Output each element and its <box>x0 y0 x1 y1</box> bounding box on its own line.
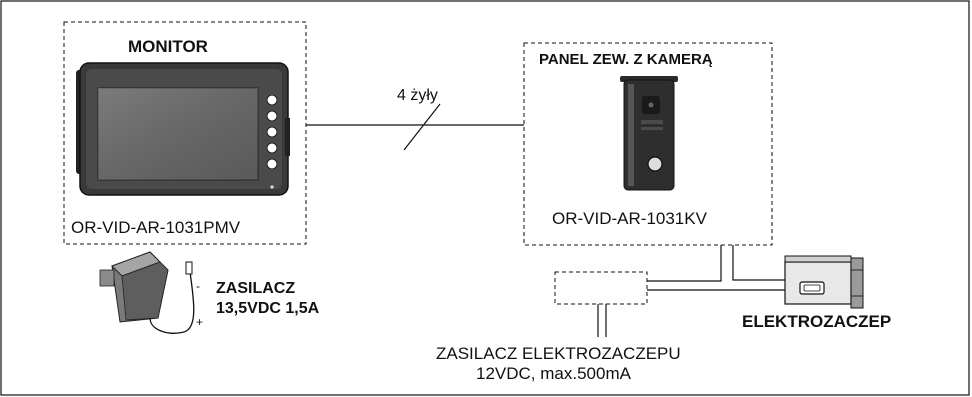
power-plus-sign: + <box>196 315 204 329</box>
lock-supply-box <box>554 271 648 305</box>
power-minus-sign: - <box>196 279 200 293</box>
wire-count-slash <box>403 103 441 151</box>
lock-supply-spec: 12VDC, max.500mA <box>476 364 631 383</box>
power-adapter-device <box>99 251 195 334</box>
lock-title: ELEKTROZACZEP <box>742 312 892 331</box>
cable-label: 4 żyły <box>397 87 438 104</box>
power-supply-title: ZASILACZ <box>216 280 296 297</box>
outdoor-panel-device <box>620 76 678 191</box>
panel-title: PANEL ZEW. Z KAMERĄ <box>539 51 713 68</box>
panel-model: OR-VID-AR-1031KV <box>552 209 707 228</box>
monitor-model: OR-VID-AR-1031PMV <box>71 218 241 237</box>
monitor-title: MONITOR <box>128 37 208 56</box>
lock-wiring <box>647 245 785 291</box>
monitor-device <box>76 62 290 196</box>
electric-strike-device <box>784 255 864 309</box>
power-supply-spec: 13,5VDC 1,5A <box>216 300 320 317</box>
panel-box <box>523 42 773 246</box>
lock-supply-title: ZASILACZ ELEKTROZACZEPU <box>436 344 681 363</box>
monitor-box <box>63 21 307 245</box>
